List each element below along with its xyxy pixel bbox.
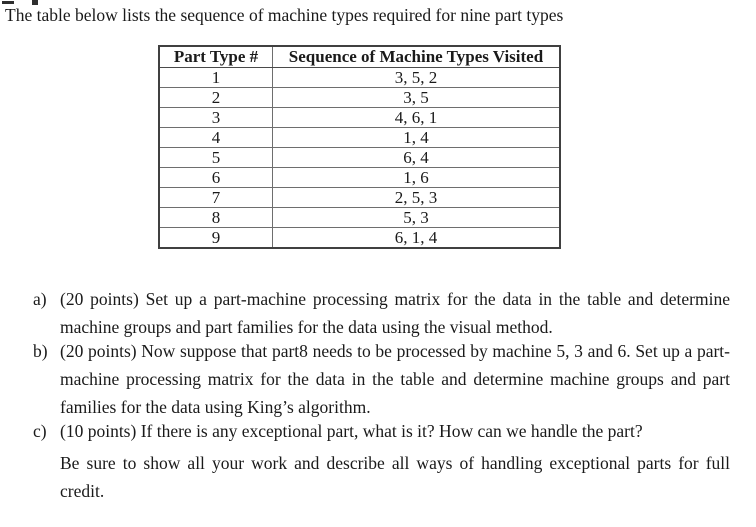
sequence-cell: 3, 5 (272, 87, 561, 108)
note-text: Be sure to show all your work and descri… (60, 453, 730, 501)
sequence-cell: 6, 1, 4 (272, 227, 561, 249)
col-header-sequence: Sequence of Machine Types Visited (272, 45, 561, 68)
part-type-cell: 8 (158, 207, 273, 228)
question-a-text: (20 points) Set up a part-machine proces… (60, 289, 730, 337)
question-c: c) (10 points) If there is any exception… (33, 417, 730, 445)
table-row: 6 1, 6 (158, 167, 561, 188)
question-b-text: (20 points) Now suppose that part8 needs… (60, 341, 730, 417)
table-row: 4 1, 4 (158, 127, 561, 148)
parts-table: Part Type # Sequence of Machine Types Vi… (158, 45, 561, 249)
page-crop-artifact (2, 1, 14, 4)
sequence-cell: 5, 3 (272, 207, 561, 228)
page-crop-artifact (32, 0, 38, 5)
table-row: 3 4, 6, 1 (158, 107, 561, 128)
question-a: a) (20 points) Set up a part-machine pro… (33, 285, 730, 341)
sequence-cell: 1, 6 (272, 167, 561, 188)
question-b-label: b) (33, 341, 48, 361)
table-row: 8 5, 3 (158, 207, 561, 228)
sequence-cell: 1, 4 (272, 127, 561, 148)
intro-text: The table below lists the sequence of ma… (5, 5, 564, 25)
part-type-cell: 4 (158, 127, 273, 148)
part-type-cell: 2 (158, 87, 273, 108)
sequence-cell: 6, 4 (272, 147, 561, 168)
table-row: 7 2, 5, 3 (158, 187, 561, 208)
part-type-cell: 9 (158, 227, 273, 249)
table-row: 5 6, 4 (158, 147, 561, 168)
part-type-cell: 7 (158, 187, 273, 208)
question-c-text: (10 points) If there is any exceptional … (60, 421, 643, 441)
question-c-label: c) (33, 421, 47, 441)
part-type-cell: 5 (158, 147, 273, 168)
part-type-cell: 6 (158, 167, 273, 188)
question-b: b) (20 points) Now suppose that part8 ne… (33, 337, 730, 421)
part-type-cell: 3 (158, 107, 273, 128)
table-row: 1 3, 5, 2 (158, 67, 561, 88)
table-header-row: Part Type # Sequence of Machine Types Vi… (158, 45, 561, 68)
table-row: 2 3, 5 (158, 87, 561, 108)
sequence-cell: 3, 5, 2 (272, 67, 561, 88)
sequence-cell: 2, 5, 3 (272, 187, 561, 208)
question-a-label: a) (33, 289, 47, 309)
sequence-cell: 4, 6, 1 (272, 107, 561, 128)
col-header-part-type: Part Type # (158, 45, 273, 68)
part-type-cell: 1 (158, 67, 273, 88)
table-row: 9 6, 1, 4 (158, 227, 561, 249)
